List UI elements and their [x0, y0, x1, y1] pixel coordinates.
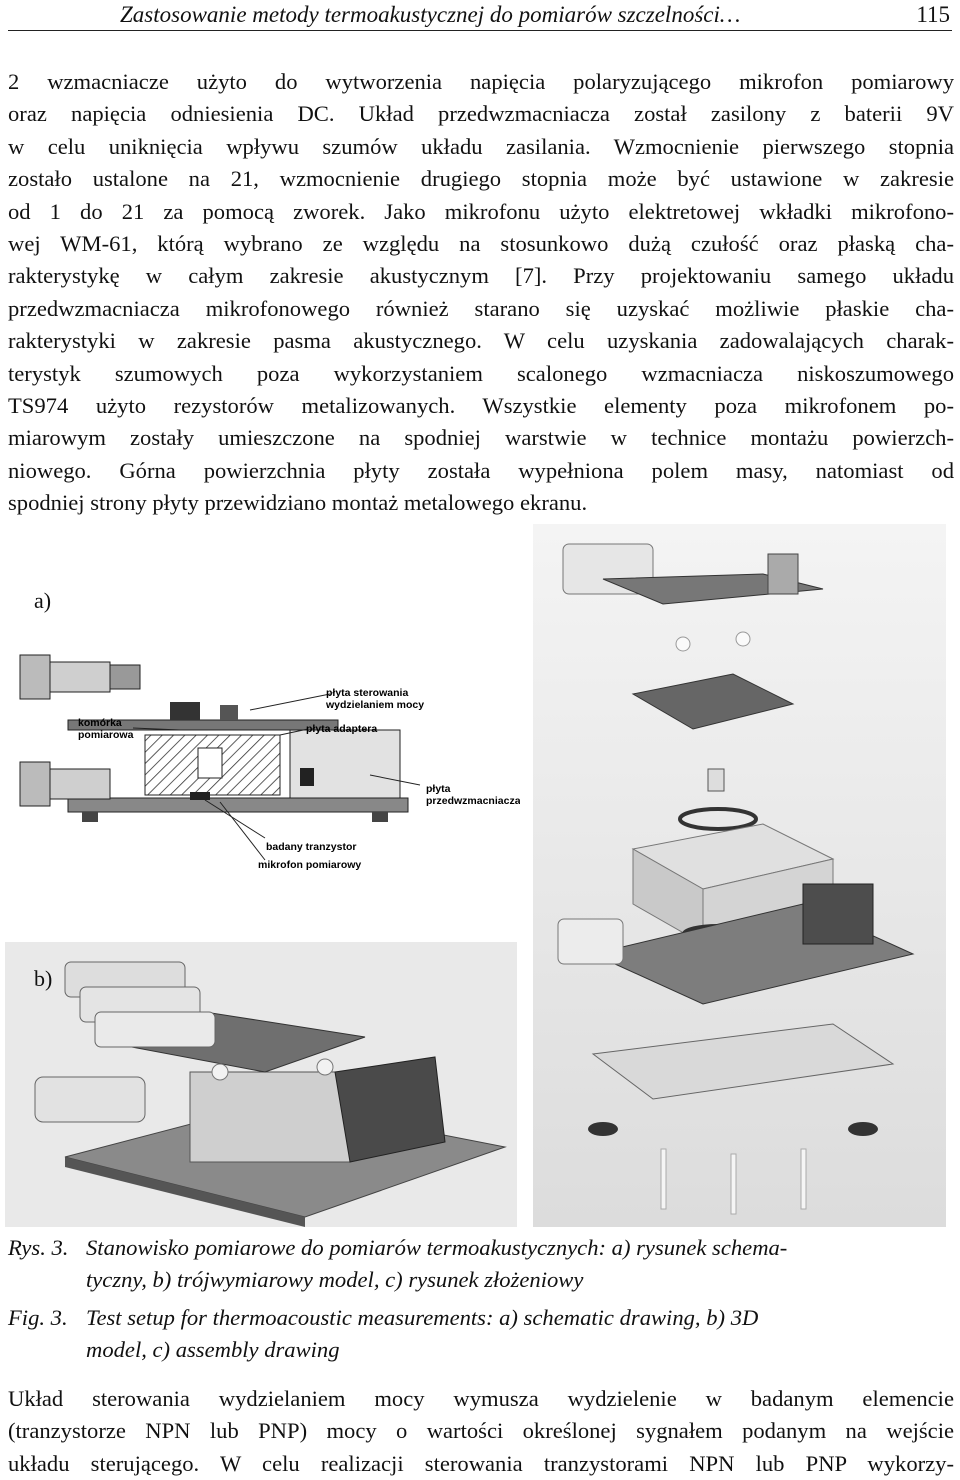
text-line: wej WM-61, którą wybrano ze względu na s…	[8, 231, 954, 257]
text-line: miarowym zostały umieszczone na spodniej…	[8, 425, 954, 451]
callout-pomiarowa: pomiarowa	[78, 729, 134, 741]
header-title: Zastosowanie metody termoakustycznej do …	[120, 2, 741, 27]
assembly-render	[557, 543, 915, 1215]
figure-c-assembly	[533, 524, 946, 1227]
text-line: spodniej strony płyty przewidziano monta…	[8, 490, 588, 516]
body-paragraph-1: 2 wzmacniacze użyto do wytworzenia napię…	[8, 66, 954, 520]
text-line: Układ sterowania wydzielaniem mocy wymus…	[8, 1386, 954, 1411]
body-paragraph-2: Układ sterowania wydzielaniem mocy wymus…	[8, 1383, 954, 1480]
caption-number-pl: Rys. 3.	[8, 1235, 69, 1260]
text-line: TS974 użyto rezystorów metalizowanych. W…	[8, 393, 954, 419]
panel-label-a: a)	[34, 588, 52, 613]
callout-komorka: komórka	[78, 717, 122, 729]
callout-mikrofon-pomiarowy: mikrofon pomiarowy	[258, 859, 361, 871]
caption-text-pl-line1: Stanowisko pomiarowe do pomiarów termoak…	[86, 1235, 788, 1260]
text-line: przedwzmacniacza mikrofonowego również s…	[8, 295, 954, 321]
text-line: w celu uniknięcia wpływu szumów układu z…	[8, 133, 954, 159]
text-line: niowego. Górna powierzchnia płyty został…	[8, 457, 954, 483]
text-line: od 1 do 21 za pomocą zworek. Jako mikrof…	[8, 198, 954, 224]
schematic-drawing: płyta sterowania wydzielaniem mocy komór…	[19, 654, 521, 871]
callout-wydzielaniem-mocy: wydzielaniem mocy	[325, 699, 424, 711]
figure-caption-en: Fig. 3. Test setup for thermoacoustic mea…	[8, 1302, 954, 1366]
caption-number-en: Fig. 3.	[8, 1305, 68, 1330]
text-line: (tranzystorze NPN lub PNP) mocy o wartoś…	[8, 1418, 954, 1444]
figure-caption-pl: Rys. 3. Stanowisko pomiarowe do pomiarów …	[8, 1232, 954, 1296]
figure-b-3d-model	[5, 942, 517, 1227]
callout-plyta-adaptera: płyta adaptera	[306, 723, 377, 735]
text-line: 2 wzmacniacze użyto do wytworzenia napię…	[8, 69, 954, 94]
callout-plyta-sterowania: płyta sterowania	[326, 687, 408, 699]
callout-badany-tranzystor: badany tranzystor	[266, 841, 356, 853]
text-line: zostało ustalone na 21, wzmocnienie drug…	[8, 166, 954, 192]
text-line: oraz napięcia odniesienia DC. Układ prze…	[8, 101, 954, 127]
caption-text-en-line2: model, c) assembly drawing	[86, 1337, 340, 1362]
running-header: Zastosowanie metody termoakustycznej do …	[8, 0, 952, 31]
caption-text-en-line1: Test setup for thermoacoustic measuremen…	[86, 1305, 759, 1330]
text-line: układu sterującego. W celu realizacji st…	[8, 1450, 954, 1476]
page-number: 115	[916, 2, 950, 27]
3d-model-render	[34, 961, 507, 1227]
caption-text-pl-line2: tyczny, b) trójwymiarowy model, c) rysun…	[86, 1267, 584, 1292]
figure-a-schematic: płyta sterowania wydzielaniem mocy komór…	[10, 570, 521, 900]
text-line: rakterystyki w zakresie pasma akustyczne…	[8, 328, 954, 354]
callout-plyta: płyta	[426, 783, 451, 795]
text-line: terystyk szumowych poza wykorzystaniem s…	[8, 360, 954, 386]
text-line: rakterystykę w całym zakresie akustyczny…	[8, 263, 954, 289]
panel-label-b: b)	[34, 966, 53, 991]
callout-przedwzmacniacza: przedwzmacniacza	[426, 795, 520, 807]
